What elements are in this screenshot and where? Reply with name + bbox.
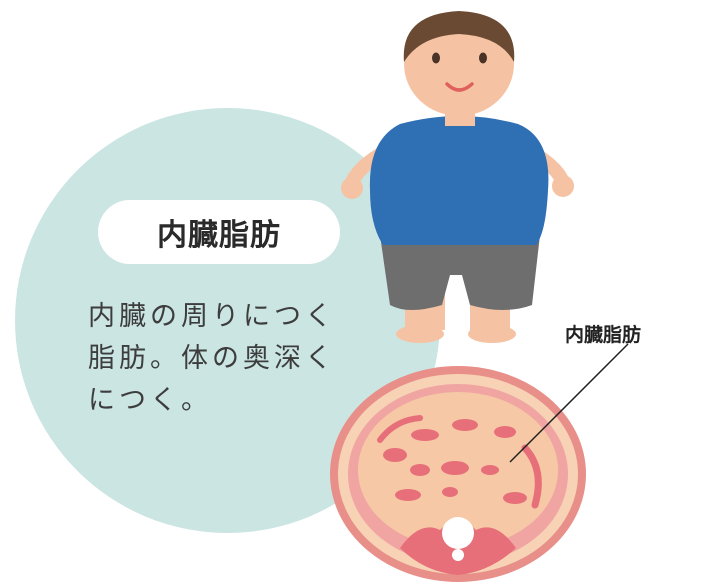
title-text: 内臓脂肪: [157, 218, 281, 253]
overweight-child-icon: [341, 11, 574, 343]
title-badge: 内臓脂肪: [98, 200, 340, 264]
description-line: 内臓の周りにつく: [88, 301, 336, 332]
description: 内臓の周りにつく 脂肪。体の奥深く につく。: [88, 296, 388, 422]
abdomen-cross-section-icon: [330, 366, 586, 582]
callout-label: 内臓脂肪: [565, 324, 642, 346]
description-line: 脂肪。体の奥深く: [88, 343, 336, 374]
description-line: につく。: [88, 385, 212, 416]
callout-pointer-line: [509, 343, 629, 463]
